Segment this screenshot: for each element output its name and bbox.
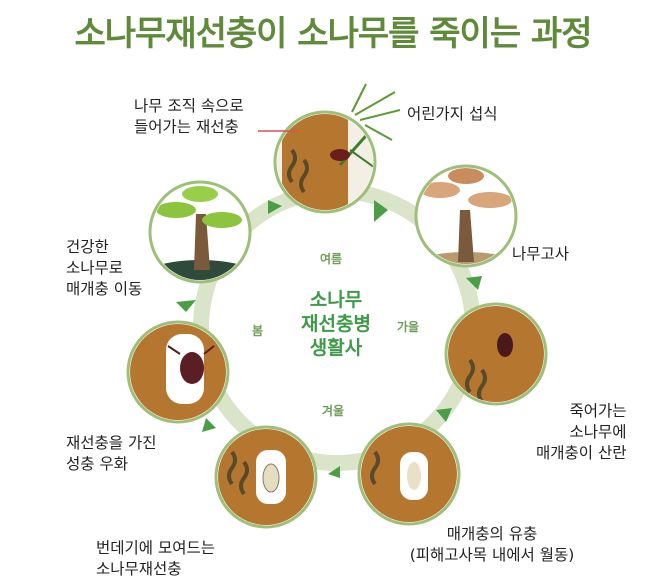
season-summer: 여름 <box>320 252 343 266</box>
label-feed: 어린가지 섭식 <box>407 105 498 123</box>
cycle-arrows <box>176 200 482 478</box>
page-title: 소나무재선충이 소나무를 죽이는 과정 <box>74 14 593 54</box>
inner-disc <box>209 199 465 455</box>
stage-pupa-image <box>214 425 318 529</box>
center-title-line-2: 재선충병 <box>301 313 371 335</box>
center-title: 소나무 재선충병 생활사 <box>283 288 389 360</box>
season-winter: 겨울 <box>322 404 345 418</box>
label-emerge: 재선충을 가진 성충 우화 <box>66 434 157 473</box>
label-pupa: 번데기에 모여드는 소나무재선충 <box>96 539 216 578</box>
stage-emerge-image <box>126 320 230 424</box>
label-death: 나무고사 <box>512 245 570 263</box>
label-enter: 나무 조직 속으로 들어가는 재선충 <box>134 97 244 136</box>
center-title-line-3: 생활사 <box>309 337 363 359</box>
label-lay: 죽어가는 소나무에 매개충이 산란 <box>536 402 627 462</box>
stage-move-image <box>148 180 252 284</box>
label-larva: 매개충의 유충 (피해고사목 내에서 월동) <box>409 525 575 564</box>
stage-lay-image <box>444 302 548 406</box>
center-title-line-1: 소나무 <box>309 289 363 311</box>
pine-needles-decoration <box>351 83 401 141</box>
season-autumn: 가을 <box>397 320 420 334</box>
stage-enter-image <box>273 110 377 214</box>
stage-larva-image <box>357 422 461 526</box>
season-spring: 봄 <box>252 324 264 338</box>
label-move: 건강한 소나무로 매개충 이동 <box>66 238 143 298</box>
